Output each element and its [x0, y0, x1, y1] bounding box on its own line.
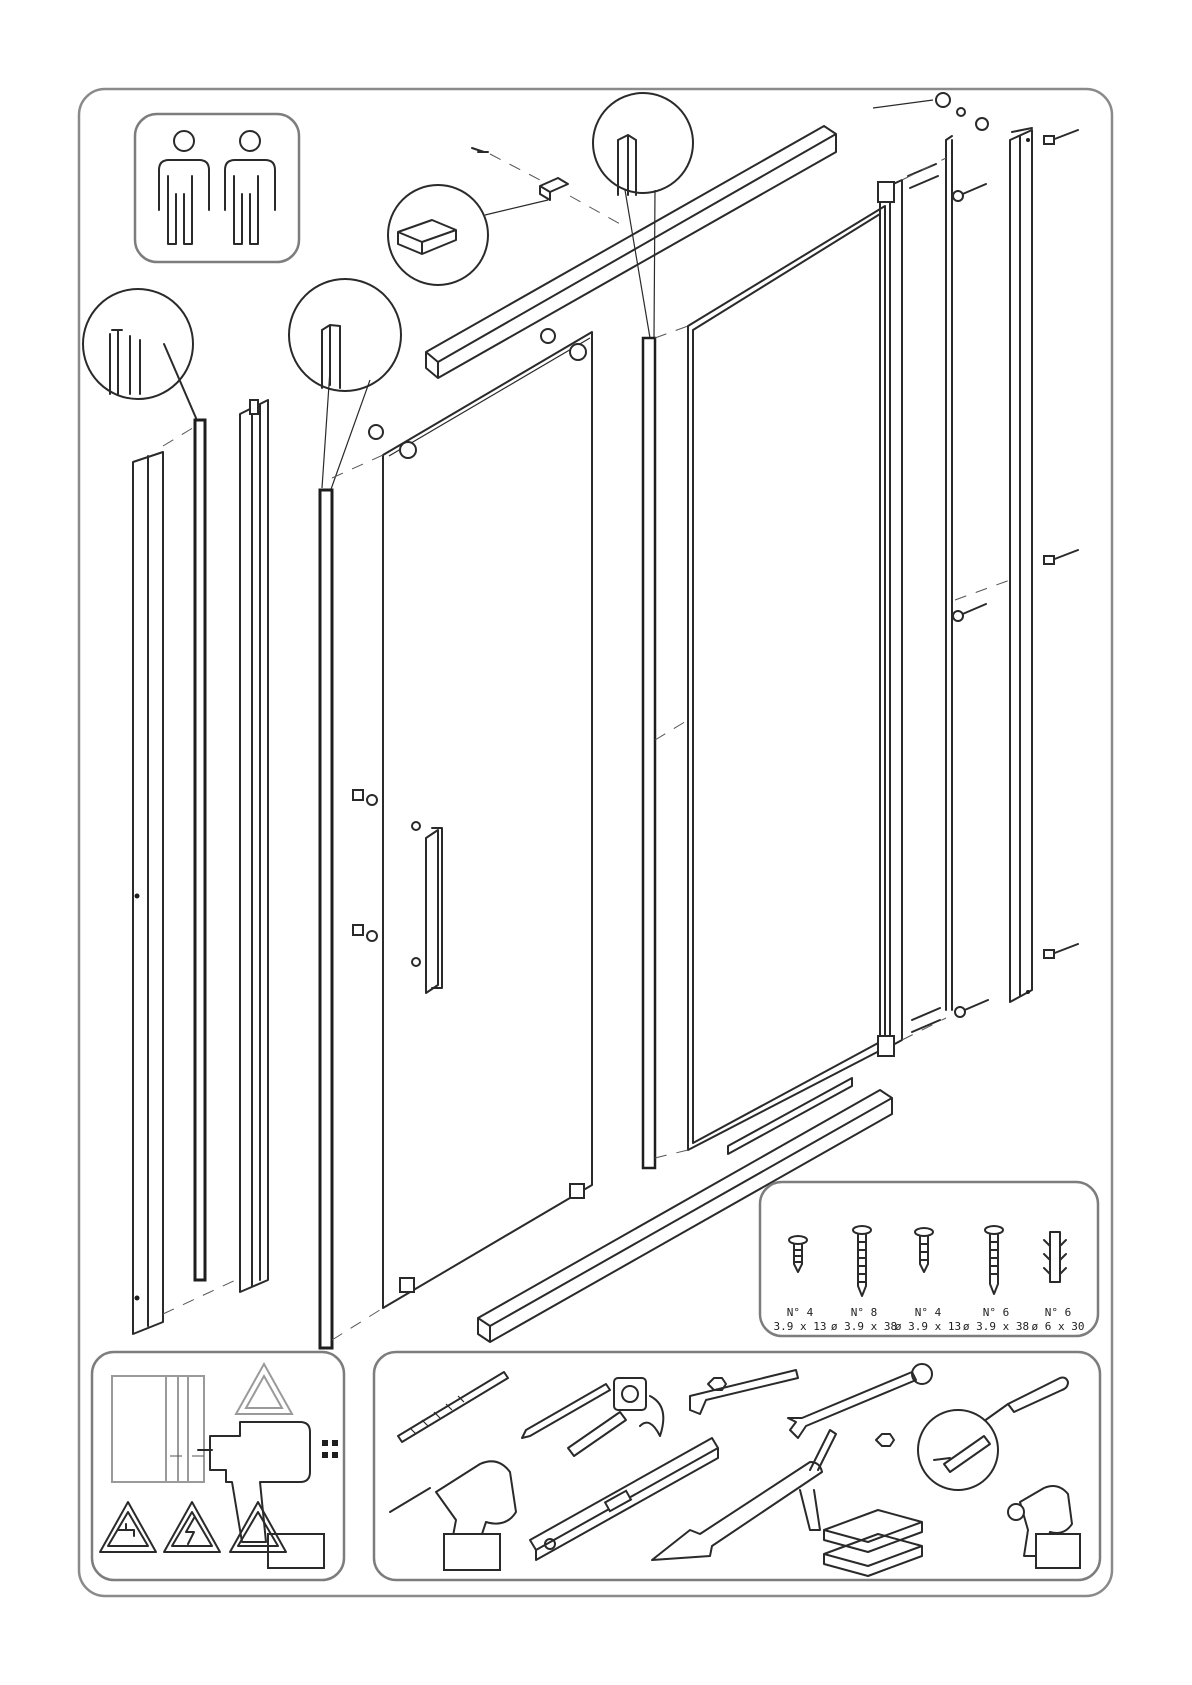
hardware-2-number: N° 8	[851, 1306, 878, 1319]
hardware-panel: N° 4 3.9 x 13 N° 8 ø 3.9 x 38 N° 4 ø 3.9…	[760, 1182, 1098, 1336]
hardware-4-number: N° 6	[983, 1306, 1010, 1319]
hardware-2-size: ø 3.9 x 38	[831, 1320, 897, 1333]
seal-strip-left	[195, 420, 205, 1280]
tools-panel	[374, 1352, 1100, 1580]
hardware-3-size: ø 3.9 x 13	[895, 1320, 961, 1333]
seal-strip-middle	[643, 338, 655, 1168]
screwdriver-detail-icon	[918, 1410, 998, 1490]
two-persons-icon	[135, 114, 299, 262]
hardware-5-number: N° 6	[1045, 1306, 1072, 1319]
warnings-panel	[92, 1352, 344, 1580]
hardware-1-size: 3.9 x 13	[774, 1320, 827, 1333]
hardware-4-size: ø 3.9 x 38	[963, 1320, 1029, 1333]
hardware-1-number: N° 4	[787, 1306, 814, 1319]
hardware-3-number: N° 4	[915, 1306, 942, 1319]
hardware-5-size: ø 6 x 30	[1032, 1320, 1085, 1333]
seal-strip-door-edge	[320, 490, 332, 1348]
